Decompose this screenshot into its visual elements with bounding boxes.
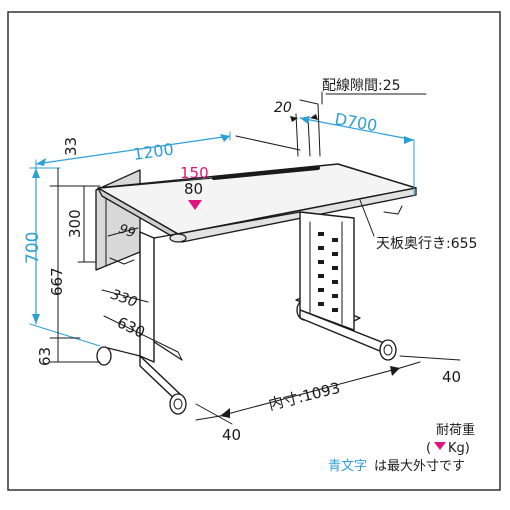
diagram-frame — [7, 11, 501, 491]
legend-title: 耐荷重 — [436, 422, 475, 438]
gap-20-label: 20 — [274, 100, 292, 116]
top-thickness-33-label: 33 — [62, 137, 80, 156]
legend: 耐荷重 ( Kg) 青文字 は最大外寸です — [328, 422, 475, 474]
width-1200-label: 1200 — [132, 139, 175, 163]
left-leg — [96, 211, 301, 415]
caster-left-40-label: 40 — [222, 426, 241, 444]
load-max-value: 150 — [180, 164, 209, 182]
black-arrowheads — [220, 114, 400, 418]
wiring-gap-label: 配線隙間:25 — [322, 78, 401, 94]
legend-unit: Kg) — [448, 441, 470, 456]
legend-note-rest: は最大外寸です — [374, 459, 465, 474]
right-leg — [299, 205, 403, 361]
top-depth-label: 天板奥行き:655 — [376, 235, 477, 252]
legend-note-blue: 青文字 — [328, 459, 367, 474]
triangle-down-icon — [188, 200, 202, 210]
dim-99-label: 99 — [117, 222, 138, 242]
desk-top — [97, 163, 417, 243]
caster-right-40-label: 40 — [442, 368, 461, 386]
dimension-lines — [29, 91, 461, 425]
load-value: 80 — [184, 180, 203, 198]
desk-drawing — [95, 163, 417, 415]
leg-667-label: 667 — [48, 267, 66, 296]
panel-300-label: 300 — [66, 209, 84, 238]
inner-width-1093-label: 内寸:1093 — [267, 379, 342, 414]
dim-330-label: 330 — [109, 287, 140, 311]
height-700-label: 700 — [23, 232, 43, 264]
legend-open-paren: ( — [426, 441, 431, 456]
foot-63-label: 63 — [36, 347, 54, 366]
legend-triangle-down-icon — [434, 442, 446, 450]
dimension-arrowheads — [32, 116, 414, 324]
depth-d700-label: D700 — [333, 109, 379, 135]
